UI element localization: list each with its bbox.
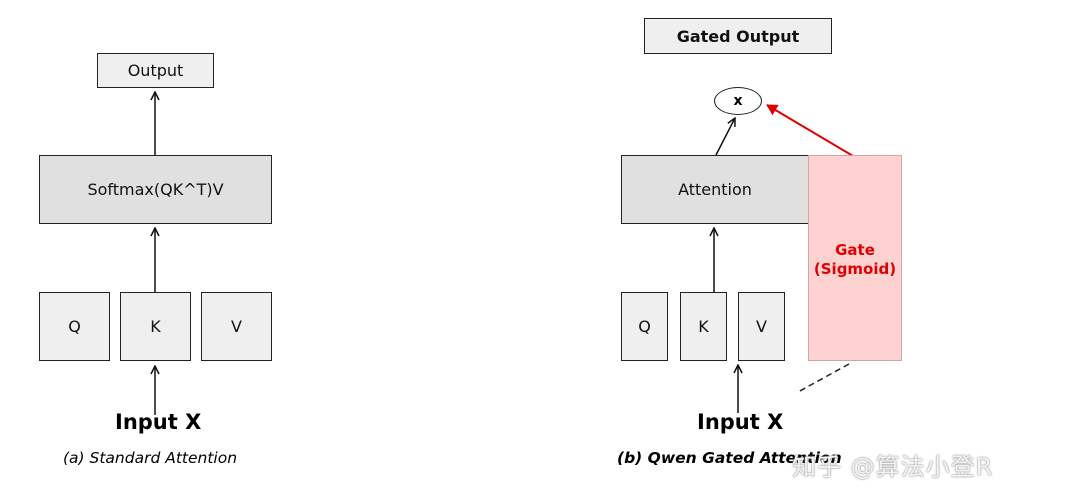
gate-label-line1: Gate [835,241,875,259]
gated-k-box: K [680,292,727,361]
gate-sigmoid-box [808,155,902,361]
dashed-gate-connector [797,363,850,393]
caption-gated: (b) Qwen Gated Attention [617,449,842,467]
q-box: Q [39,292,110,361]
gate-label-line2: (Sigmoid) [813,260,897,278]
softmax-box: Softmax(QK^T)V [39,155,272,224]
attention-box: Attention [621,155,809,224]
caption-standard: (a) Standard Attention [63,449,238,467]
arrow-gate-to-multiply [766,104,854,157]
gated-v-box: V [738,292,785,361]
multiply-node: x [714,87,762,115]
gated-q-box: Q [621,292,668,361]
gate-label: Gate (Sigmoid) [808,241,902,279]
v-box: V [201,292,272,361]
input-x-label: Input X [115,410,202,434]
watermark: 知乎 @算法小登R [792,453,994,481]
gated-output-box: Gated Output [644,18,832,54]
gated-input-x-label: Input X [697,410,784,434]
output-box: Output [97,53,214,88]
arrow-attention-to-multiply [715,118,735,156]
k-box: K [120,292,191,361]
